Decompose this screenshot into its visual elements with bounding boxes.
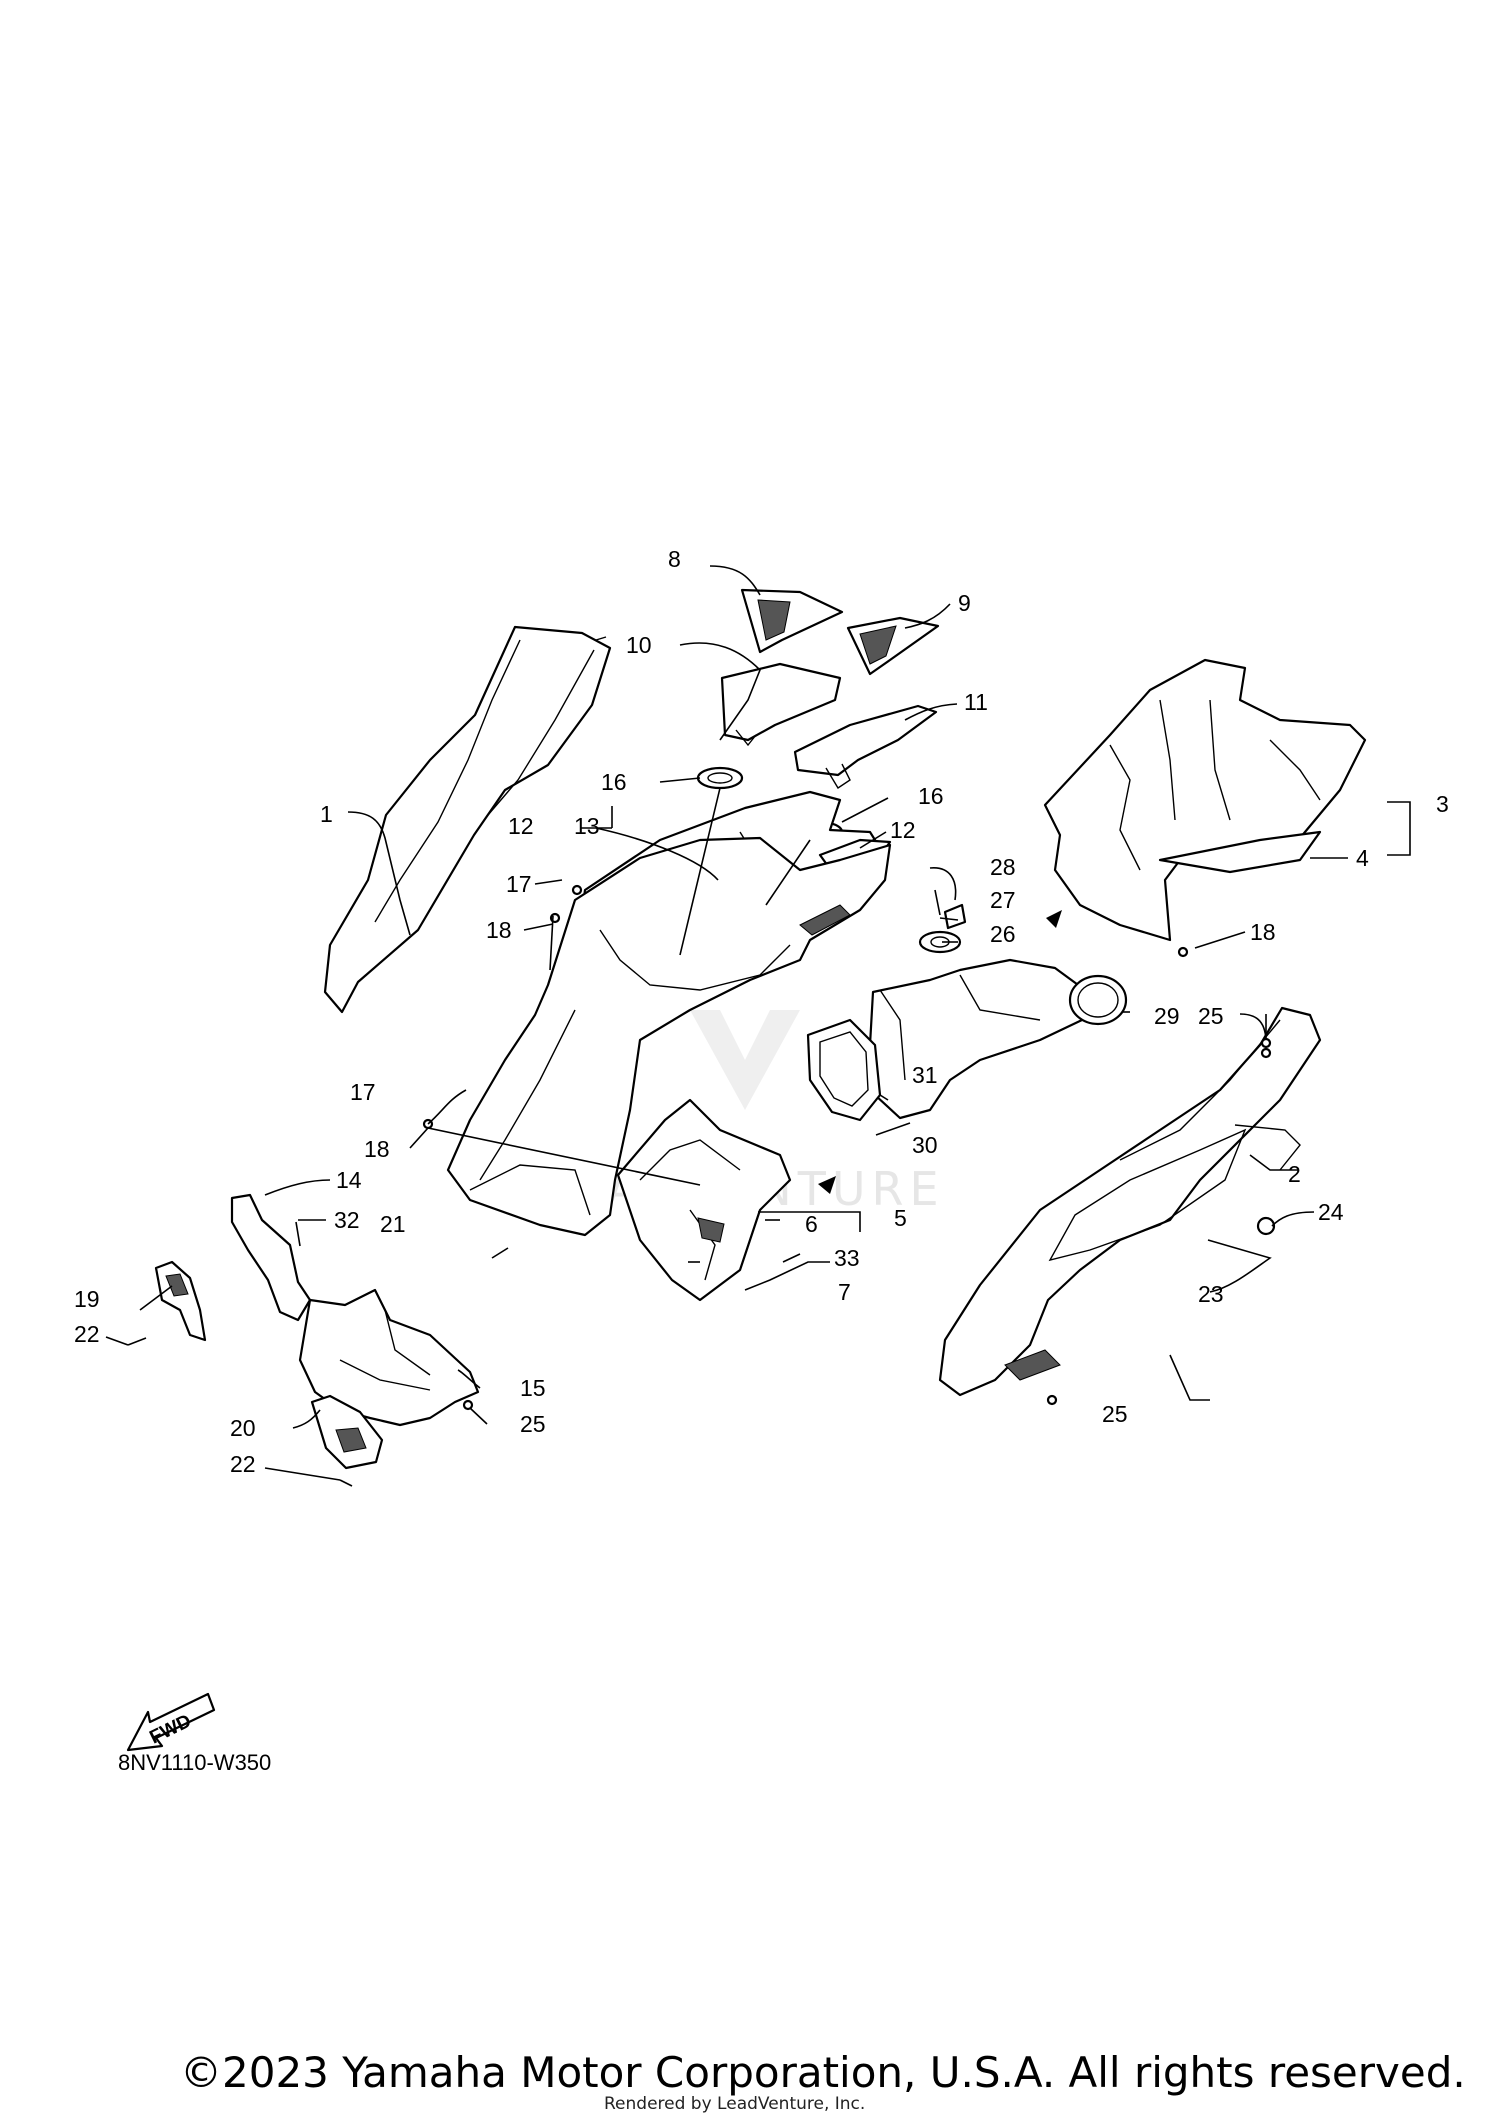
- callout-33[interactable]: 33: [834, 1245, 860, 1271]
- callout-27[interactable]: 27: [990, 887, 1016, 913]
- callout-labels: 8 9 10 11 16 16 1 12 13 12 17 18 3 4 18 …: [74, 546, 1449, 1477]
- callout-17-left[interactable]: 17: [350, 1079, 376, 1105]
- part-1-left-side-cover[interactable]: [323, 625, 612, 1014]
- callout-31[interactable]: 31: [912, 1062, 938, 1088]
- callout-17-top[interactable]: 17: [506, 871, 532, 897]
- copyright-notice: ©2023 Yamaha Motor Corporation, U.S.A. A…: [180, 2048, 1466, 2097]
- part-10-duct-cover[interactable]: [720, 662, 842, 747]
- callout-24[interactable]: 24: [1318, 1199, 1344, 1225]
- callout-21[interactable]: 21: [380, 1211, 406, 1237]
- callout-23[interactable]: 23: [1198, 1281, 1224, 1307]
- callout-30[interactable]: 30: [912, 1132, 938, 1158]
- callout-25-bottom[interactable]: 25: [520, 1411, 546, 1437]
- callout-22-top[interactable]: 22: [74, 1321, 100, 1347]
- callout-29[interactable]: 29: [1154, 1003, 1180, 1029]
- callout-2[interactable]: 2: [1288, 1161, 1301, 1187]
- part-20-vent-grille[interactable]: [310, 1394, 384, 1470]
- part-5-6-7-nose-grille[interactable]: [616, 1098, 792, 1302]
- callout-25-right[interactable]: 25: [1102, 1401, 1128, 1427]
- part-8-vent-grille[interactable]: [740, 588, 844, 654]
- part-2-right-side-cover[interactable]: [938, 1006, 1322, 1397]
- callout-18-left[interactable]: 18: [364, 1136, 390, 1162]
- callout-7[interactable]: 7: [838, 1279, 851, 1305]
- part-27-bracket[interactable]: [943, 903, 967, 930]
- orientation-arrows: [818, 910, 1062, 1194]
- diagram-code: 8NV1110-W350: [118, 1750, 272, 1775]
- callout-8[interactable]: 8: [668, 546, 681, 572]
- callout-4[interactable]: 4: [1356, 845, 1369, 871]
- callout-19[interactable]: 19: [74, 1286, 100, 1312]
- callout-16-left[interactable]: 16: [601, 769, 627, 795]
- callout-10[interactable]: 10: [626, 632, 652, 658]
- callout-16-right[interactable]: 16: [918, 783, 944, 809]
- callout-14[interactable]: 14: [336, 1167, 362, 1193]
- callout-25-top[interactable]: 25: [1198, 1003, 1224, 1029]
- callout-13[interactable]: 13: [574, 813, 600, 839]
- callout-26[interactable]: 26: [990, 921, 1016, 947]
- callout-6[interactable]: 6: [805, 1211, 818, 1237]
- part-3-4-storage-tub[interactable]: [1043, 658, 1367, 942]
- callout-12-right[interactable]: 12: [890, 817, 916, 843]
- part-31-intake-duct[interactable]: [868, 958, 1087, 1120]
- callout-12-left[interactable]: 12: [508, 813, 534, 839]
- callout-15[interactable]: 15: [520, 1375, 546, 1401]
- main-hull-body[interactable]: [446, 836, 892, 1237]
- callout-3[interactable]: 3: [1436, 791, 1449, 817]
- callout-18-top[interactable]: 18: [486, 917, 512, 943]
- callout-20[interactable]: 20: [230, 1415, 256, 1441]
- part-28-screw[interactable]: [934, 889, 941, 916]
- callout-28[interactable]: 28: [990, 854, 1016, 880]
- callout-9[interactable]: 9: [958, 590, 971, 616]
- part-11-duct-cover[interactable]: [793, 704, 938, 789]
- rendered-by-notice: Rendered by LeadVenture, Inc.: [604, 2094, 866, 2114]
- part-16-grommet-left[interactable]: [696, 766, 744, 790]
- callout-18-right[interactable]: 18: [1250, 919, 1276, 945]
- callout-32[interactable]: 32: [334, 1207, 360, 1233]
- callout-22-bottom[interactable]: 22: [230, 1451, 256, 1477]
- part-14-bracket[interactable]: [230, 1193, 312, 1322]
- part-9-vent-grille[interactable]: [846, 616, 940, 676]
- callout-5[interactable]: 5: [894, 1205, 907, 1231]
- part-30-duct-seal[interactable]: [806, 1018, 882, 1122]
- part-29-hose-clamp[interactable]: [1068, 974, 1128, 1026]
- callout-11[interactable]: 11: [964, 689, 988, 715]
- callout-leaders: [105, 565, 1411, 1481]
- callout-1[interactable]: 1: [320, 801, 333, 827]
- fwd-arrow-icon: FWD: [126, 1692, 216, 1752]
- part-19-vent-grille[interactable]: [154, 1260, 207, 1342]
